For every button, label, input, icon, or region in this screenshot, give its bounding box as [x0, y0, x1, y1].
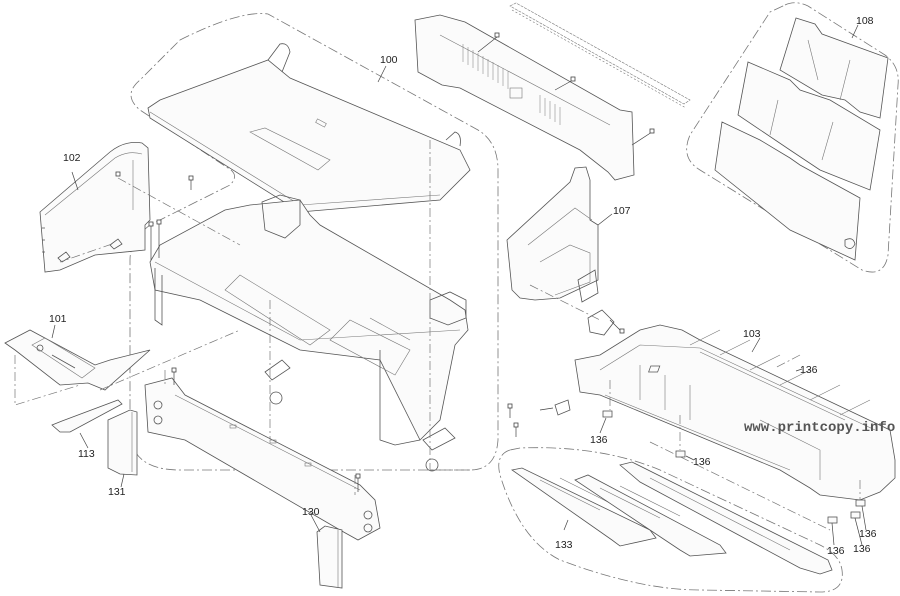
screw-icon	[148, 221, 154, 260]
callout-136: 136	[800, 364, 818, 376]
callout-107: 107	[613, 205, 631, 217]
rear-cover	[414, 14, 653, 181]
part-108-paper-support	[714, 17, 889, 261]
screw-icon	[188, 175, 194, 190]
callout-131: 131	[108, 486, 126, 498]
part-102-left-side-cover	[39, 142, 241, 273]
group-outline-108	[686, 2, 899, 273]
callout-labels: 100 101 102 103 107 108 113 130 131 133 …	[49, 15, 877, 557]
callout-101: 101	[49, 313, 67, 325]
callout-102: 102	[63, 152, 81, 164]
screw-icon	[570, 76, 576, 82]
screw-icon	[649, 128, 655, 134]
part-130-right-cover	[316, 525, 343, 589]
part-103-lower-housing	[539, 324, 896, 501]
callout-100: 100	[380, 54, 398, 66]
group-outline-100	[129, 13, 499, 471]
callout-133: 133	[555, 539, 573, 551]
callout-130: 130	[302, 506, 320, 518]
screws	[115, 32, 655, 492]
callout-leaders	[51, 24, 867, 546]
screw-icon	[171, 367, 177, 385]
front-rail	[144, 370, 381, 541]
screw-icon	[115, 171, 121, 177]
part-113-lever	[51, 399, 123, 433]
part-131-left-cover	[107, 409, 138, 476]
callout-136: 136	[590, 434, 608, 446]
screw-icon	[619, 328, 625, 334]
part-133-stacker	[511, 441, 833, 575]
shaft	[509, 2, 691, 109]
part-107-right-side-cover	[506, 166, 623, 336]
callout-136: 136	[859, 528, 877, 540]
callout-108: 108	[856, 15, 874, 27]
watermark-text: www.printcopy.info	[744, 420, 895, 436]
feet-136	[602, 354, 866, 524]
screw-icon	[355, 473, 361, 492]
part-100-upper-housing	[147, 43, 471, 472]
part-101-panel	[4, 329, 241, 406]
callout-103: 103	[743, 328, 761, 340]
callout-113: 113	[78, 448, 95, 460]
screw-icon	[156, 219, 162, 258]
screw-icon	[494, 32, 500, 38]
callout-136: 136	[693, 456, 711, 468]
callout-136: 136	[827, 545, 845, 557]
screw-icon	[507, 403, 513, 418]
screw-icon	[513, 422, 519, 437]
callout-136: 136	[853, 543, 871, 555]
